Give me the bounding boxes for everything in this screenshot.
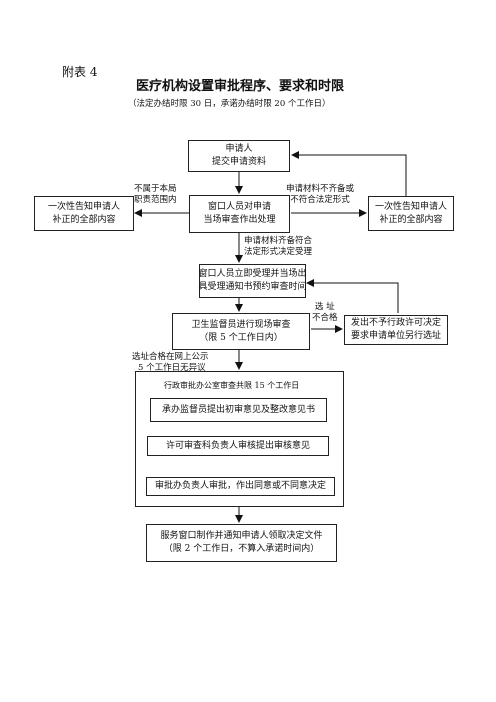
window-handle-box: 窗口人员对申请 当场审查作出处理: [189, 195, 290, 233]
apply-line-2: 提交申请资料: [211, 157, 266, 167]
notify-left-line-1: 一次性告知申请人: [47, 201, 120, 212]
review-step-1-text: 承办监督员提出初审意见及整改意见书: [161, 404, 315, 415]
label-not-in-scope: 不属于本局 职责范围内: [134, 184, 177, 206]
notify-right-line-2: 补正的全部内容: [379, 214, 443, 225]
label-site-pass-1: 选址合格在网上公示: [132, 352, 209, 362]
label-site-fail: 选 址 不合格: [312, 302, 338, 324]
annex-label: 附表 4: [62, 65, 98, 79]
label-incomplete-2: 不符合法定形式: [290, 195, 350, 205]
review-step-2-text: 许可审查科负责人审核提出审核意见: [165, 440, 310, 451]
inspect-line-1: 卫生监督员进行现场审查: [191, 319, 291, 330]
reject-line-1: 发出不予行政许可决定: [350, 318, 441, 328]
reject-line-2: 要求申请单位另行选址: [350, 331, 441, 341]
review-step-2: 许可审查科负责人审核提出审核意见: [147, 436, 329, 456]
label-incomplete: 申请材料不齐备或 不符合法定形式: [286, 184, 354, 206]
issue-line-2: （限 2 个工作日，不算入承诺时间内）: [163, 544, 320, 554]
label-complete: 申请材料齐备符合 法定形式决定受理: [244, 236, 312, 258]
label-complete-2: 法定形式决定受理: [244, 247, 313, 257]
window-handle-line-1: 窗口人员对申请: [207, 202, 271, 212]
review-step-3: 审批办负责人审批，作出同意或不同意决定: [146, 477, 335, 496]
review-step-1: 承办监督员提出初审意见及整改意见书: [150, 398, 327, 422]
label-site-pass-2: 5 个工作日无异议: [138, 363, 206, 373]
label-site-fail-1: 选 址: [314, 302, 335, 312]
arrow-reject-loop: [306, 279, 399, 313]
notify-right-line-1: 一次性告知申请人: [374, 201, 447, 212]
reject-box: 发出不予行政许可决定 要求申请单位另行选址: [344, 315, 448, 345]
notify-left-box: 一次性告知申请人 补正的全部内容: [34, 196, 134, 231]
apply-box: 申请人 提交申请资料: [188, 140, 290, 172]
issue-line-1: 服务窗口制作并通知申请人领取决定文件: [160, 531, 323, 541]
joint-review-title: 行政审批办公室审查共限 15 个工作日: [164, 381, 300, 390]
apply-line-1: 申请人: [225, 144, 253, 154]
issue-box: 服务窗口制作并通知申请人领取决定文件 （限 2 个工作日，不算入承诺时间内）: [146, 524, 337, 562]
notify-right-box: 一次性告知申请人 补正的全部内容: [368, 196, 454, 231]
label-site-pass: 选址合格在网上公示 5 个工作日无异议: [132, 352, 209, 374]
page-title: 医疗机构设置审批程序、要求和时限: [136, 79, 345, 94]
notify-left-line-2: 补正的全部内容: [52, 214, 116, 225]
label-incomplete-1: 申请材料不齐备或: [286, 184, 355, 194]
label-complete-1: 申请材料齐备符合: [244, 236, 313, 246]
window-handle-line-2: 当场审查作出处理: [203, 215, 276, 225]
label-not-in-scope-1: 不属于本局: [134, 184, 177, 194]
page-subtitle: （法定办结时限 30 日，承诺办结时限 20 个工作日）: [128, 99, 331, 109]
review-step-3-text: 审批办负责人审批，作出同意或不同意决定: [154, 481, 326, 491]
accept-line-1: 窗口人员立即受理并当场出: [198, 269, 307, 279]
accept-line-2: 具受理通知书预约审查时间: [198, 282, 307, 292]
arrow-right-notify-loop: [291, 151, 407, 196]
accept-box: 窗口人员立即受理并当场出 具受理通知书预约审查时间: [198, 264, 307, 298]
inspect-line-2: （限 5 个工作日内）: [199, 332, 283, 343]
inspect-box: 卫生监督员进行现场审查 （限 5 个工作日内）: [172, 313, 310, 350]
label-not-in-scope-2: 职责范围内: [134, 195, 177, 205]
label-site-fail-2: 不合格: [312, 313, 338, 323]
